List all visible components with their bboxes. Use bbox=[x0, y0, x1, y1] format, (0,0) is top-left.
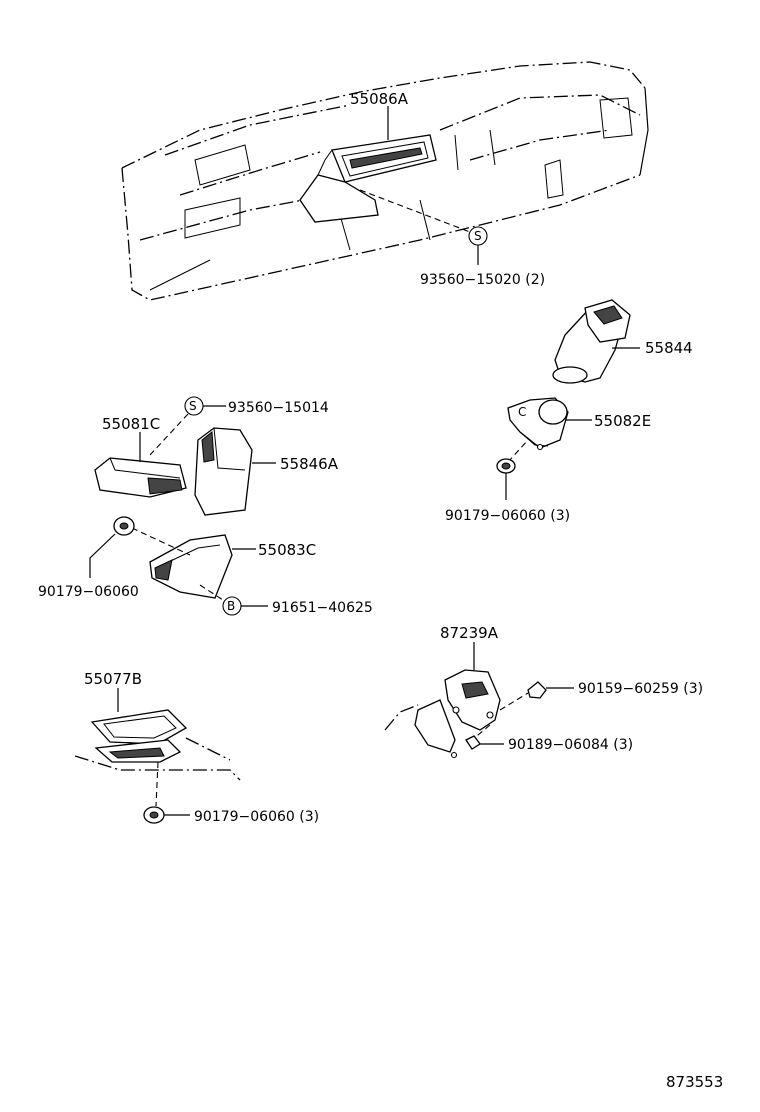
duct-left-group-drawing bbox=[89, 396, 276, 616]
label-90159-60259: 90159−60259 (3) bbox=[578, 681, 703, 697]
fastener-symbol-s-left: S bbox=[189, 399, 197, 413]
label-55083C: 55083C bbox=[258, 541, 316, 559]
label-55077B: 55077B bbox=[84, 670, 142, 688]
fastener-symbol-s-top: S bbox=[474, 229, 482, 243]
label-55082E: 55082E bbox=[594, 412, 651, 430]
label-90179-06060-3b: 90179−06060 (3) bbox=[194, 809, 319, 825]
fastener-symbol-b: B bbox=[227, 599, 235, 613]
label-93560-15020: 93560−15020 (2) bbox=[420, 272, 545, 288]
label-90179-06060: 90179−06060 bbox=[38, 584, 139, 600]
label-55846A: 55846A bbox=[280, 455, 339, 473]
label-55081C: 55081C bbox=[102, 415, 160, 433]
instrument-panel-drawing bbox=[121, 61, 649, 301]
label-93560-15014: 93560−15014 bbox=[228, 400, 329, 416]
label-90189-06084: 90189−06084 (3) bbox=[508, 737, 633, 753]
label-55844: 55844 bbox=[645, 339, 693, 357]
label-87239A: 87239A bbox=[440, 624, 499, 642]
label-90179-06060-3a: 90179−06060 (3) bbox=[445, 508, 570, 524]
label-55086A: 55086A bbox=[350, 90, 409, 108]
label-91651-40625: 91651−40625 bbox=[272, 600, 373, 616]
bracket-55082E-drawing bbox=[496, 397, 592, 500]
panel-55077B-drawing bbox=[74, 688, 241, 824]
duct-55844-drawing bbox=[552, 299, 640, 384]
diagram-number: 873553 bbox=[666, 1073, 723, 1091]
cover-87239A-drawing bbox=[384, 642, 574, 759]
fastener-symbol-c: C bbox=[518, 405, 526, 419]
